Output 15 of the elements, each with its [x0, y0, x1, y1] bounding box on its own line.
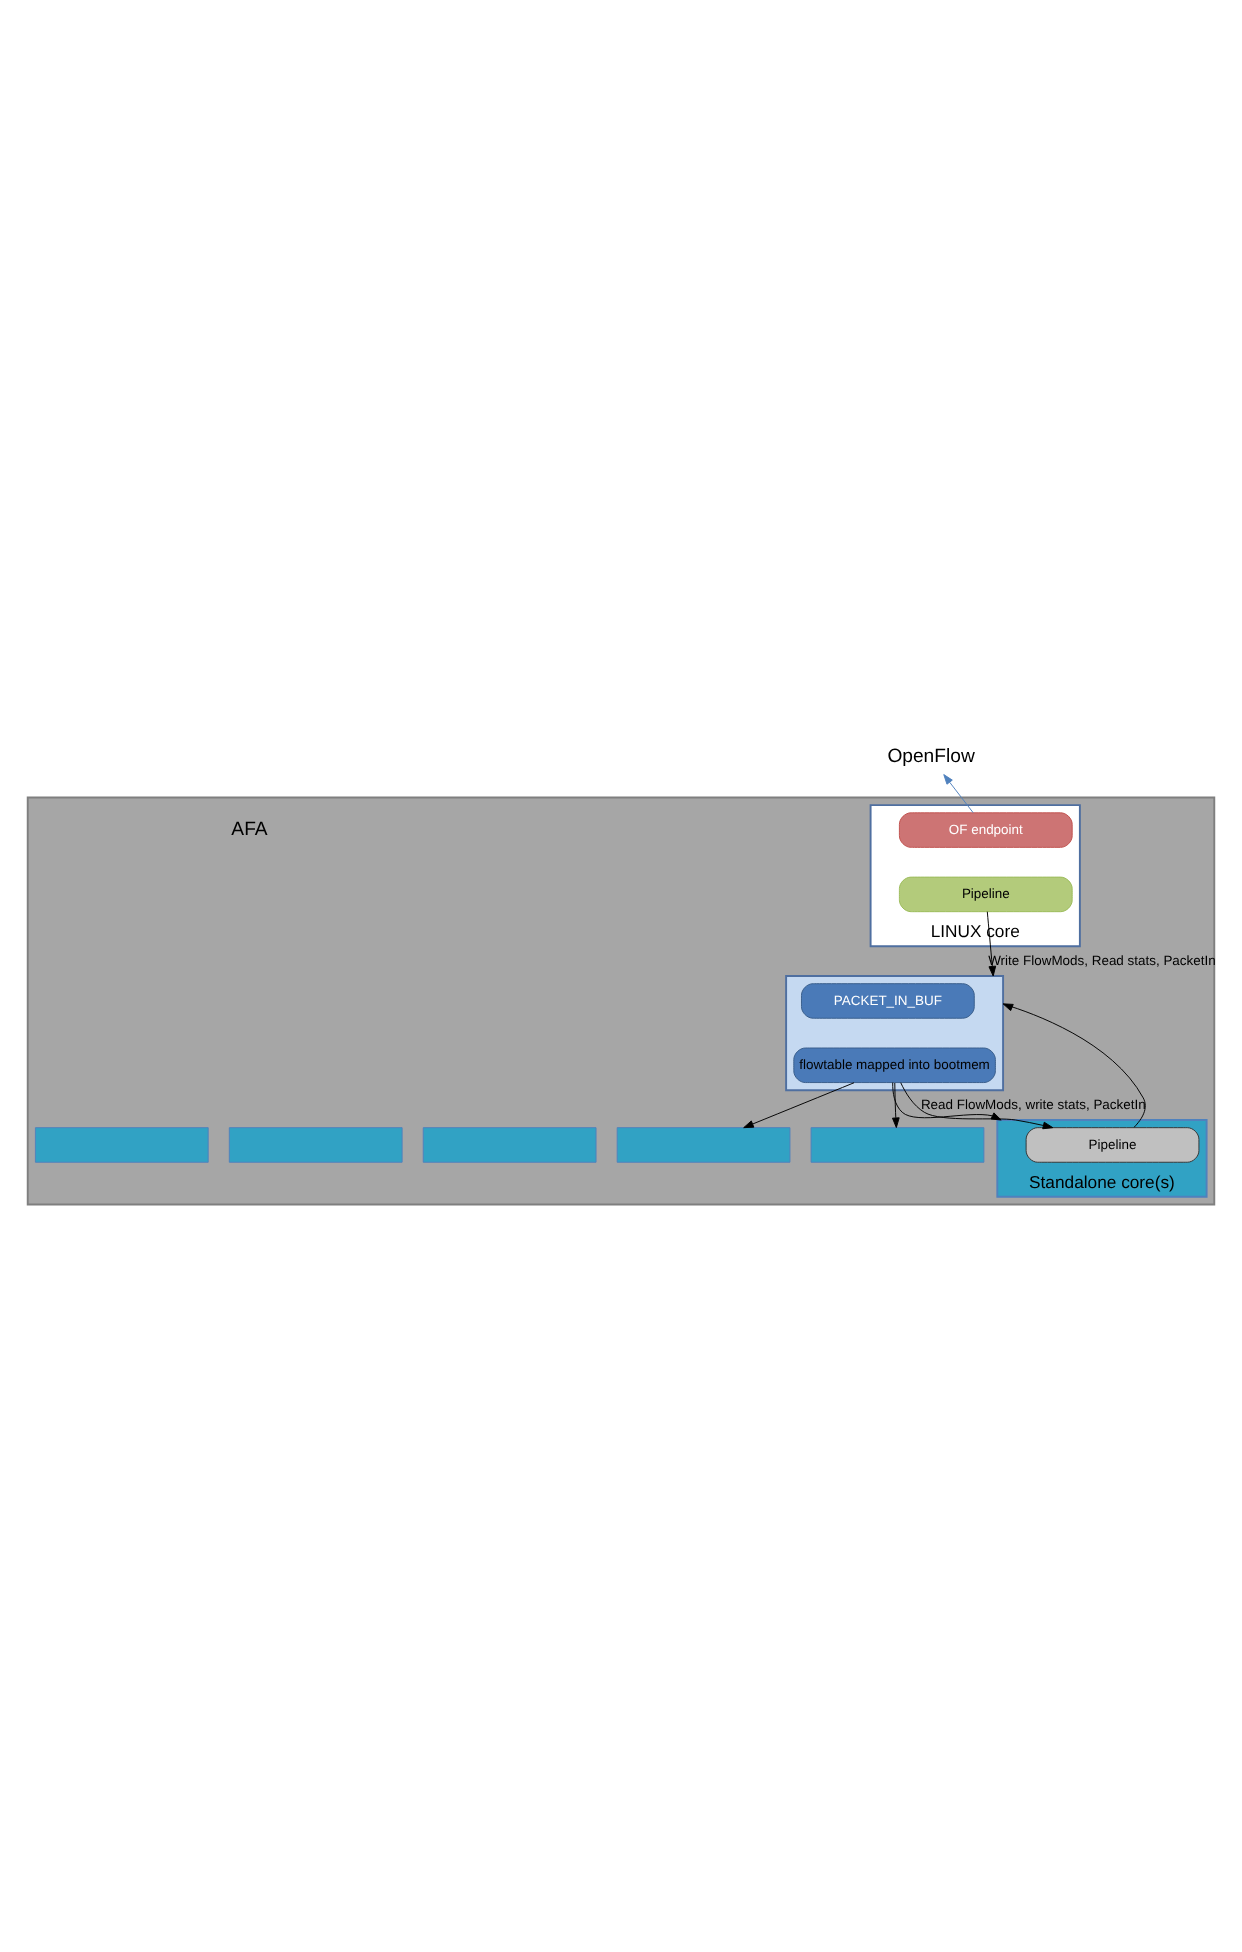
- node-box: [810, 1127, 985, 1163]
- cluster: [785, 975, 1005, 1092]
- arrow: [943, 774, 974, 814]
- node-box: [228, 1127, 403, 1163]
- arrow: [1002, 1003, 1146, 1128]
- cluster: [26, 796, 1216, 1206]
- arrow: [743, 1082, 855, 1129]
- arrow: [900, 1082, 1054, 1130]
- node-box: [34, 1127, 209, 1163]
- node-box: [422, 1127, 597, 1163]
- node-text: OpenFlow: [887, 745, 975, 768]
- node-box: [616, 1127, 791, 1163]
- arrow: [892, 1082, 900, 1129]
- label: AFA: [231, 818, 268, 841]
- arrow: [986, 911, 997, 977]
